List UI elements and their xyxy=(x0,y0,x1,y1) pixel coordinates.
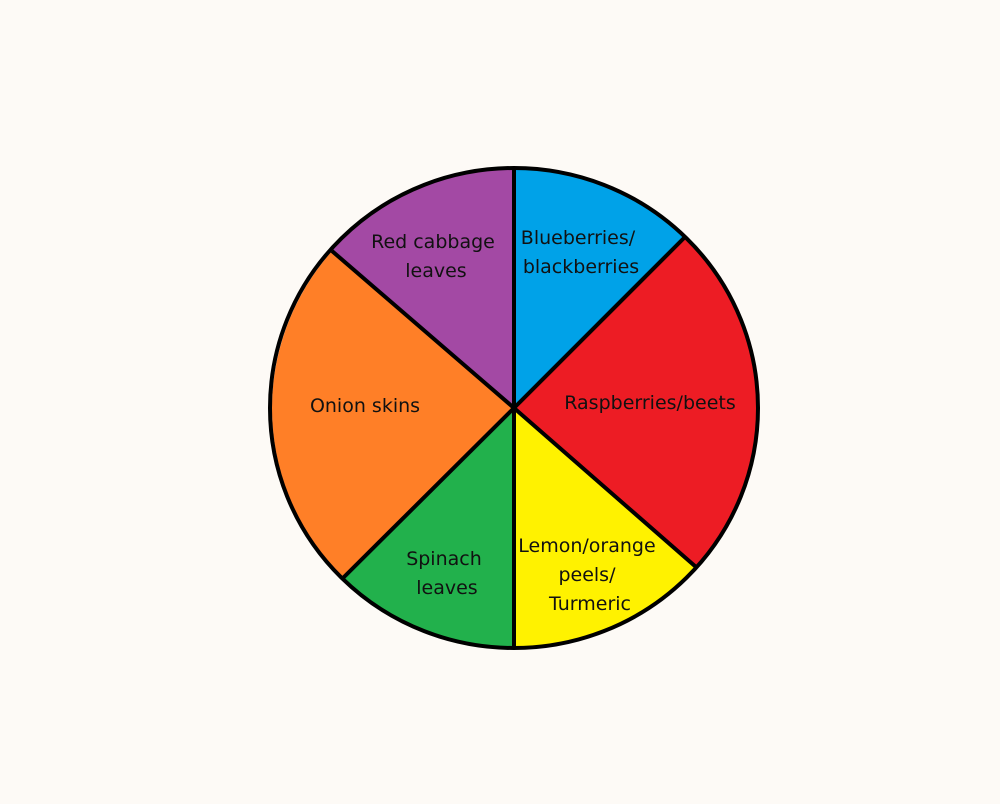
label-raspberries-beets: Raspberries/beets xyxy=(564,392,735,414)
label-spinach-leaves: Spinach leaves xyxy=(406,548,488,599)
label-red-cabbage-leaves: Red cabbage leaves xyxy=(371,231,501,282)
wedge-red-cabbage-leaves xyxy=(332,168,514,408)
wedge-onion-skins xyxy=(271,251,514,578)
wheel-outline xyxy=(268,166,760,650)
wedge-blueberries-blackberries xyxy=(514,168,684,408)
wedge-spinach-leaves xyxy=(343,408,514,648)
wedge-raspberries-beets xyxy=(514,238,757,567)
label-onion-skins: Onion skins xyxy=(310,395,420,417)
label-blueberries-blackberries: Blueberries/ blackberries xyxy=(521,227,641,278)
label-lemon-orange-peels-turmeric: Lemon/orange peels/ Turmeric xyxy=(518,535,661,615)
wedge-lemon-orange-peels-turmeric xyxy=(514,408,696,648)
